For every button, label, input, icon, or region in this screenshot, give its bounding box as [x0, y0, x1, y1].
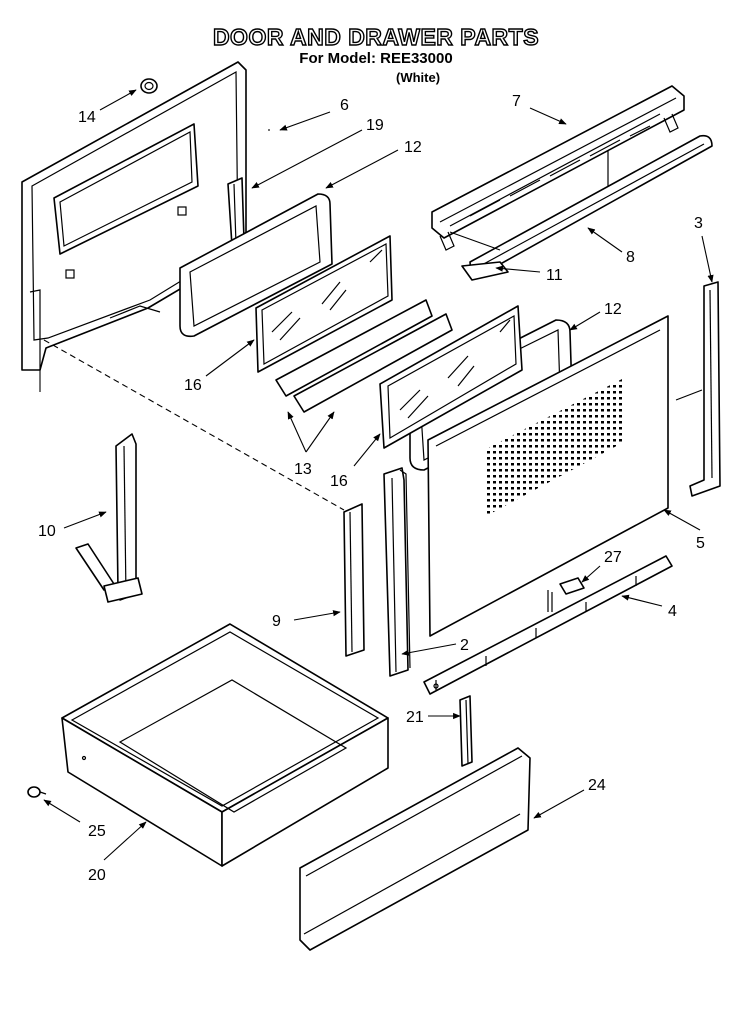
model-line: For Model: REE33000	[299, 50, 453, 67]
part-13-brackets	[275, 299, 453, 413]
part-16-glass-upper	[255, 235, 393, 373]
part-12-gasket-upper	[179, 193, 333, 338]
callout-19: 19	[366, 117, 384, 134]
callout-12-lower: 12	[604, 301, 622, 318]
part-16-glass-lower	[379, 305, 523, 449]
callout-14: 14	[78, 109, 96, 126]
variant-label: (White)	[396, 70, 441, 85]
part-5-outer-door-panel	[427, 315, 669, 637]
callout-11: 11	[546, 267, 563, 284]
part-3-side-trim	[689, 281, 721, 497]
callout-4: 4	[668, 603, 677, 620]
callout-21: 21	[406, 709, 424, 726]
callout-20: 20	[88, 867, 106, 884]
callout-8: 8	[626, 249, 635, 266]
part-25-screw	[27, 786, 47, 798]
callout-16-lower: 16	[330, 473, 348, 490]
callout-12-upper: 12	[404, 139, 422, 156]
callout-16-upper: 16	[184, 377, 202, 394]
part-11-end-cap	[461, 261, 509, 281]
part-4-drawer-rail	[423, 555, 673, 695]
callout-25: 25	[88, 823, 106, 840]
callout-labels: 14 6 19 12 7 8 11 3 16 12 13 16 10 5 27 …	[38, 93, 705, 884]
page-title: DOOR AND DRAWER PARTS	[212, 23, 540, 50]
inner-door-panel	[21, 61, 247, 371]
part-9-trim	[343, 503, 365, 657]
callout-13: 13	[294, 461, 312, 478]
callout-24: 24	[588, 777, 606, 794]
callout-6: 6	[340, 97, 349, 114]
part-20-drawer-box	[61, 623, 389, 867]
callout-7: 7	[512, 93, 521, 110]
callout-27: 27	[604, 549, 622, 566]
callout-5: 5	[696, 535, 705, 552]
part-21-slide-bracket	[459, 695, 473, 767]
callout-2: 2	[460, 637, 469, 654]
callout-3: 3	[694, 215, 703, 232]
part-24-drawer-front	[299, 747, 531, 951]
part-27-bracket	[559, 577, 585, 595]
leader-lines	[43, 89, 714, 861]
callout-9: 9	[272, 613, 281, 630]
part-7-vent-trim	[431, 85, 685, 251]
part-2-channel	[383, 467, 411, 677]
part-10-hinge	[75, 433, 143, 603]
alignment-line	[43, 339, 345, 511]
part-14-bumper	[140, 78, 158, 94]
callout-10: 10	[38, 523, 56, 540]
